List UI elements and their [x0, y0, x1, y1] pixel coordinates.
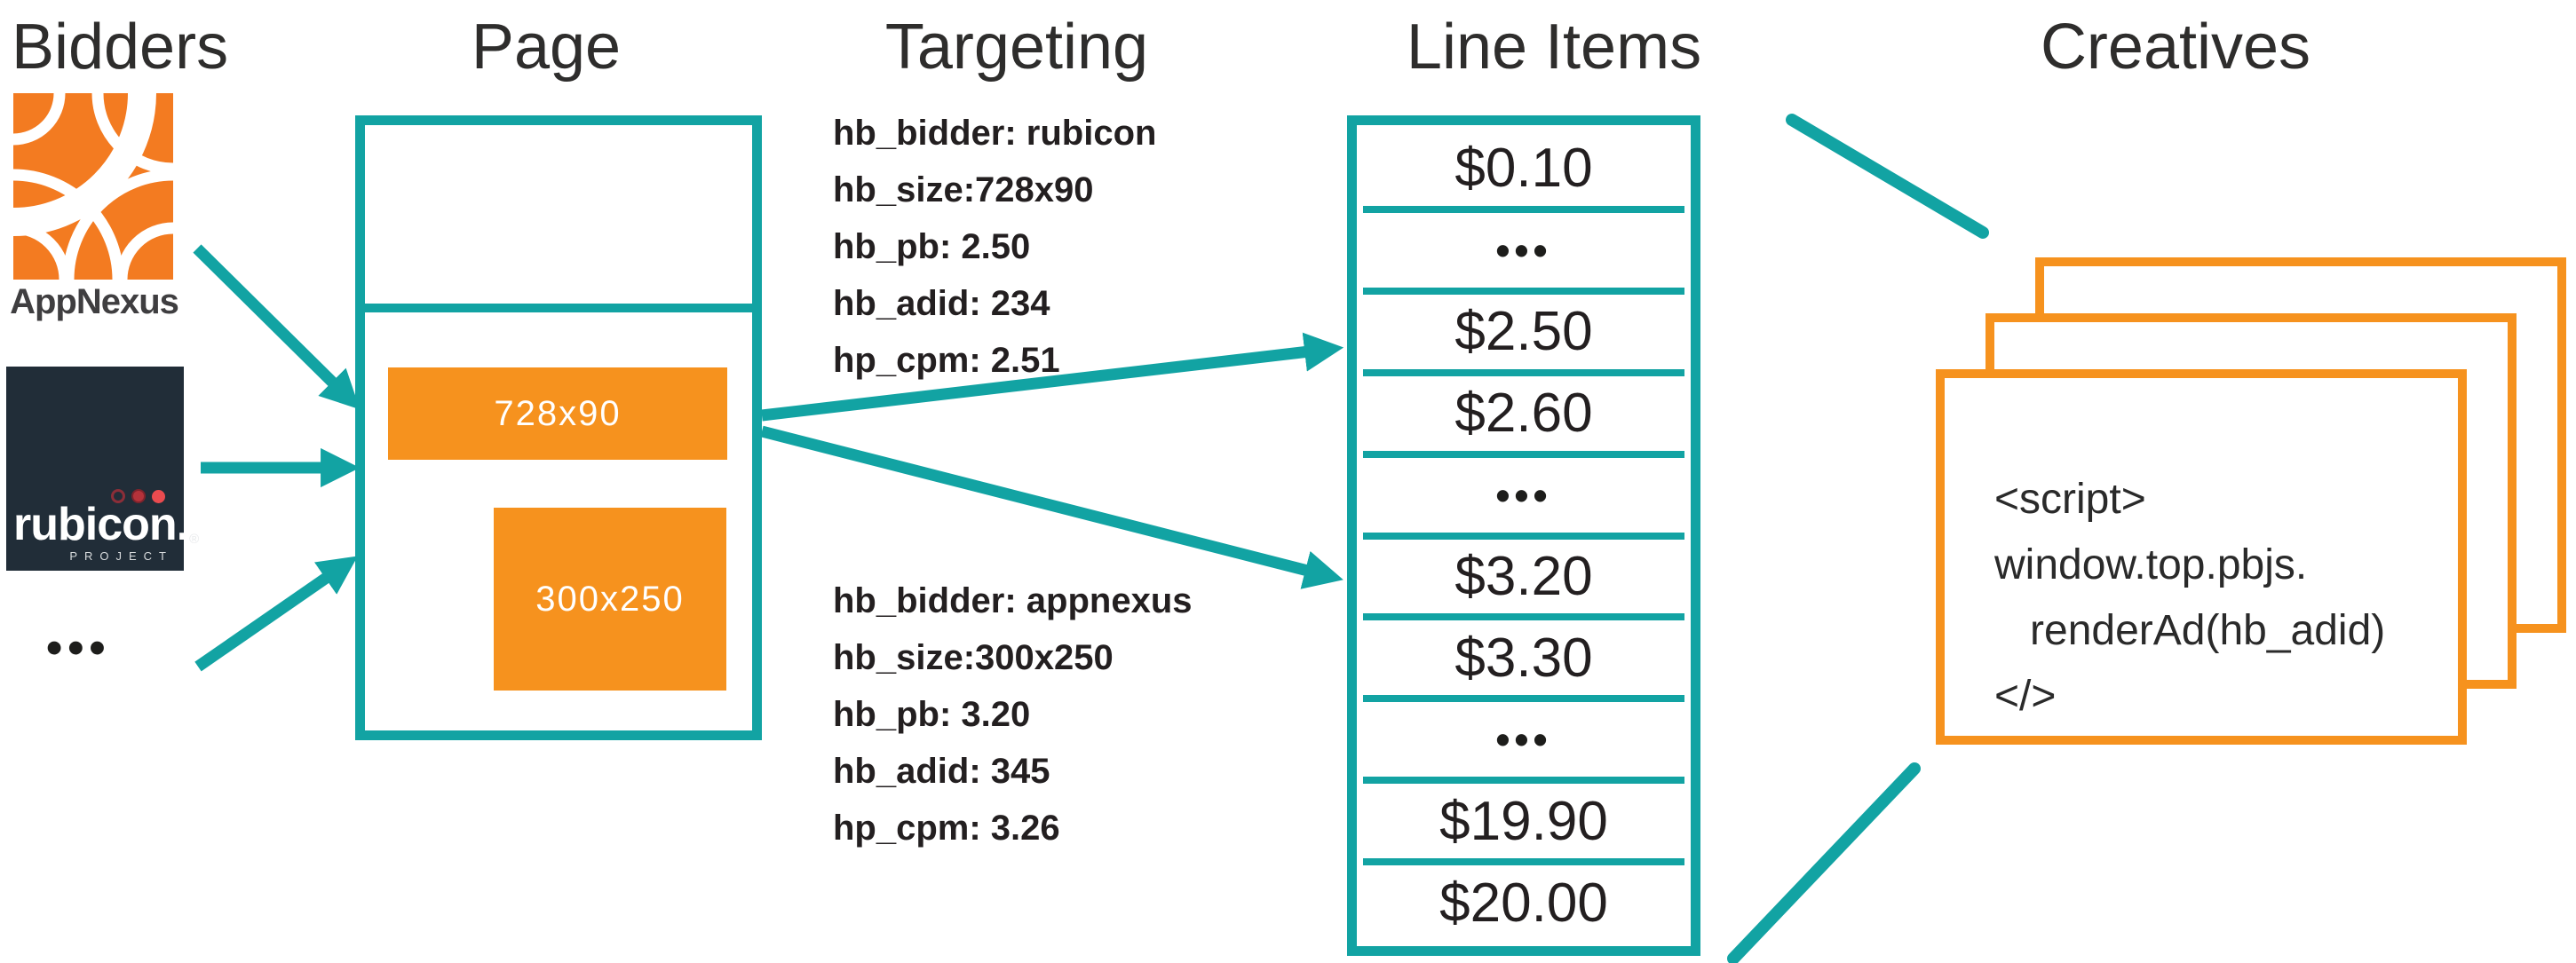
targeting-rubicon-block: hb_bidder: rubicon hb_size:728x90 hb_pb:… [833, 105, 1156, 389]
code-line: window.top.pbjs. [1994, 541, 2308, 588]
targeting-line: hb_bidder: appnexus [833, 581, 1193, 620]
row-divider [1363, 205, 1684, 213]
column-title-creatives: Creatives [2040, 12, 2311, 83]
row-divider [1363, 532, 1684, 540]
targeting-line: hb_size:728x90 [833, 170, 1094, 209]
line-item-row-ellipsis: ••• [1495, 226, 1552, 273]
row-divider [1363, 287, 1684, 295]
appnexus-label: AppNexus [10, 282, 179, 321]
rubicon-wordmark-text: rubicon. [13, 499, 189, 550]
line-item-row: $3.20 [1454, 545, 1593, 607]
targeting-line: hb_adid: 345 [833, 752, 1050, 791]
page-divider [364, 304, 753, 312]
creative-card-front: <script> window.top.pbjs. renderAd(hb_ad… [1936, 369, 2467, 745]
row-divider [1363, 858, 1684, 866]
targeting-line: hb_bidder: rubicon [833, 114, 1157, 153]
targeting-line: hp_cpm: 2.51 [833, 341, 1060, 380]
line-item-row: $19.90 [1439, 790, 1608, 852]
targeting-appnexus-block: hb_bidder: appnexus hb_size:300x250 hb_p… [833, 572, 1193, 856]
row-divider [1363, 695, 1684, 703]
column-title-line-items: Line Items [1406, 12, 1702, 83]
ad-slot-300x250-label: 300x250 [535, 579, 685, 619]
arrow-page-to-lineitem-320 [760, 425, 1343, 589]
rubicon-wordmark: rubicon.® [13, 498, 199, 551]
appnexus-logo-icon [13, 93, 173, 280]
row-divider [1363, 368, 1684, 376]
registered-mark: ® [189, 532, 199, 547]
column-title-targeting: Targeting [884, 12, 1149, 83]
targeting-line: hp_cpm: 3.26 [833, 809, 1060, 848]
rubicon-logo: rubicon.® PROJECT [6, 367, 199, 571]
column-title-page: Page [471, 12, 622, 83]
line-item-row-ellipsis: ••• [1495, 716, 1552, 763]
ad-slot-728x90-label: 728x90 [494, 393, 622, 433]
line-item-row-ellipsis: ••• [1495, 471, 1552, 518]
link-lineitems-bottom-to-creatives [1727, 762, 1921, 963]
row-divider [1363, 450, 1684, 458]
row-divider [1363, 777, 1684, 785]
ad-slot-728x90: 728x90 [388, 367, 727, 460]
creative-script-code: <script> window.top.pbjs. renderAd(hb_ad… [1994, 467, 2385, 730]
rubicon-logo-dots-icon [111, 489, 165, 503]
line-item-row: $20.00 [1439, 872, 1608, 934]
targeting-line: hb_pb: 2.50 [833, 227, 1031, 266]
line-item-row: $2.60 [1454, 383, 1593, 445]
more-bidders-ellipsis: ••• [46, 622, 111, 674]
targeting-line: hb_size:300x250 [833, 638, 1114, 677]
ad-slot-300x250: 300x250 [494, 508, 726, 691]
line-items-table: $0.10 ••• $2.50 $2.60 ••• $3.20 $3.30 ••… [1347, 115, 1700, 956]
column-title-bidders: Bidders [11, 12, 229, 83]
targeting-line: hb_adid: 234 [833, 284, 1050, 323]
rubicon-project-text: PROJECT [69, 549, 173, 563]
link-lineitems-top-to-creatives [1786, 114, 1989, 239]
row-divider [1363, 613, 1684, 621]
code-line: <script> [1994, 476, 2146, 523]
line-item-row: $2.50 [1454, 301, 1593, 363]
arrow-morebidders-to-page [194, 556, 358, 672]
code-line: </> [1994, 673, 2057, 720]
targeting-line: hb_pb: 3.20 [833, 695, 1031, 734]
code-line: renderAd(hb_adid) [1994, 607, 2386, 654]
arrow-appnexus-to-page [193, 244, 361, 410]
line-item-row: $0.10 [1454, 138, 1593, 200]
line-item-row: $3.30 [1454, 627, 1593, 689]
